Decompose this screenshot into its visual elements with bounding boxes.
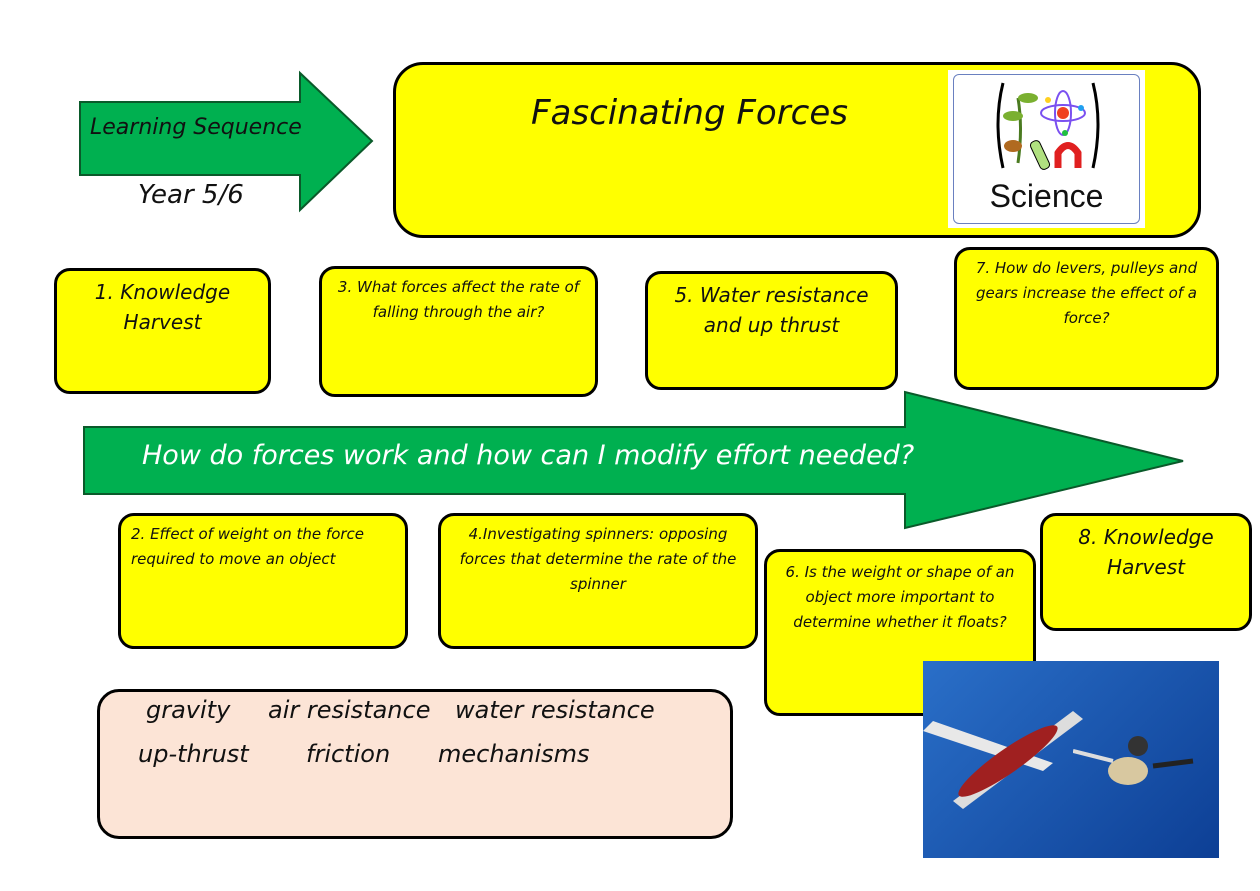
skydiving-photo [923, 661, 1219, 858]
airplane-icon [923, 711, 1083, 809]
keywords-box: gravity air resistance water resistance … [97, 689, 733, 839]
science-logo: Science [948, 70, 1145, 228]
lesson-1: 1. Knowledge Harvest [54, 268, 271, 394]
logo-text: Science [989, 178, 1104, 214]
lesson-8: 8. Knowledge Harvest [1040, 513, 1252, 631]
lesson-4: 4.Investigating spinners: opposing force… [438, 513, 758, 649]
keyword: mechanisms [438, 740, 590, 768]
keyword: gravity [146, 696, 231, 724]
lesson-3: 3. What forces affect the rate of fallin… [319, 266, 598, 397]
science-icon [996, 82, 1100, 170]
lesson-5: 5. Water resistance and up thrust [645, 271, 898, 390]
keyword: friction [306, 740, 391, 768]
lesson-7: 7. How do levers, pulleys and gears incr… [954, 247, 1219, 390]
learning-sequence-label: Learning Sequence [90, 115, 302, 140]
keyword: air resistance [268, 696, 431, 724]
year-label: Year 5/6 [138, 180, 244, 210]
skydivers-icon [1073, 736, 1194, 785]
main-question-arrow [83, 390, 1184, 530]
lesson-6: 6. Is the weight or shape of an object m… [764, 549, 1036, 716]
lesson-2: 2. Effect of weight on the force require… [118, 513, 408, 649]
main-question: How do forces work and how can I modify … [142, 440, 915, 471]
learning-sequence-arrow [79, 70, 374, 213]
keyword: up-thrust [138, 740, 249, 768]
keyword: water resistance [455, 696, 655, 724]
page-title: Fascinating Forces [531, 93, 849, 133]
